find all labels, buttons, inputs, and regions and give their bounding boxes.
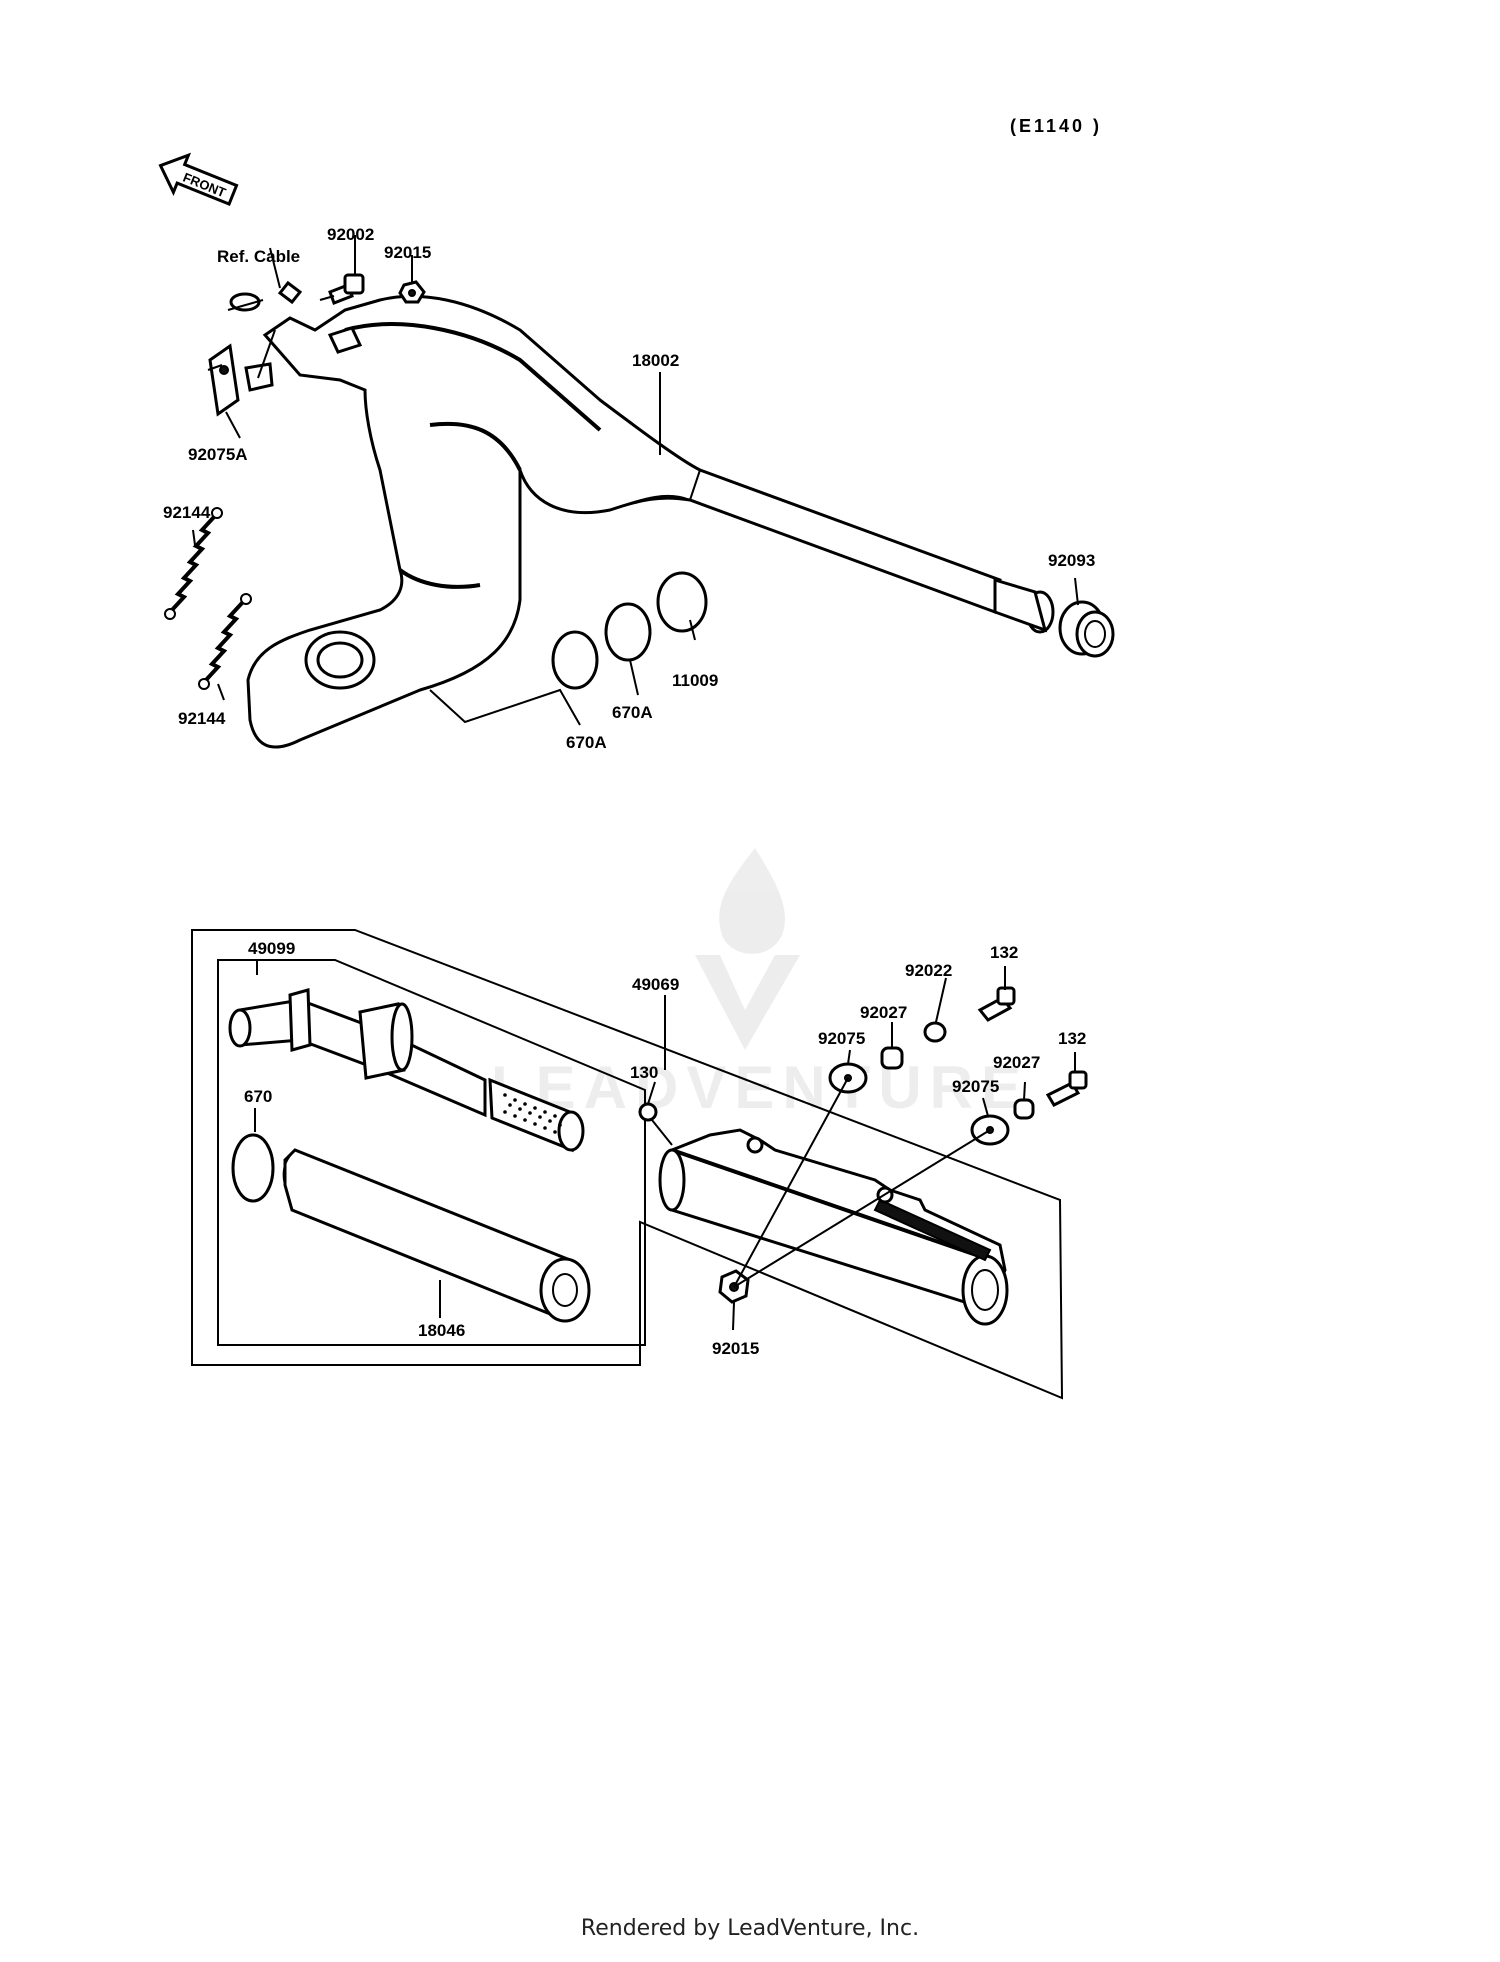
bolt-132-a bbox=[977, 986, 1016, 1022]
expansion-chamber-group bbox=[164, 235, 1115, 749]
callout-11009: 11009 bbox=[672, 671, 718, 690]
callout-49099: 49099 bbox=[248, 939, 295, 958]
spring-92144-b bbox=[198, 593, 252, 690]
nut-92015-top bbox=[398, 280, 426, 304]
oring-670A-a bbox=[551, 630, 599, 690]
subassembly-frame-49099 bbox=[217, 959, 646, 1346]
silencer-group bbox=[191, 929, 1088, 1400]
chamber-18002 bbox=[246, 294, 1002, 749]
callout-92075A: 92075A bbox=[188, 445, 248, 464]
callout-92075-a: 92075 bbox=[818, 1029, 865, 1048]
oring-670A-b bbox=[604, 602, 652, 662]
callout-130: 130 bbox=[630, 1063, 658, 1082]
washer-92022 bbox=[923, 1021, 947, 1043]
callout-92022: 92022 bbox=[905, 961, 952, 980]
callout-92027-a: 92027 bbox=[860, 1003, 907, 1022]
callout-670A-a: 670A bbox=[612, 703, 653, 722]
callout-92144-b: 92144 bbox=[178, 709, 226, 728]
callout-92093: 92093 bbox=[1048, 551, 1095, 570]
rendered-by-footer: Rendered by LeadVenture, Inc. bbox=[580, 1916, 920, 1941]
ref-cable-label: Ref. Cable bbox=[217, 247, 300, 266]
callout-18046: 18046 bbox=[418, 1321, 465, 1340]
callout-49069: 49069 bbox=[632, 975, 679, 994]
callout-92015-top: 92015 bbox=[384, 243, 431, 262]
bolt-132-b bbox=[1045, 1070, 1088, 1107]
diagram-code: (E1140 ) bbox=[1010, 116, 1102, 136]
callout-92144-a: 92144 bbox=[163, 503, 211, 522]
front-arrow-icon: FRONT bbox=[158, 152, 239, 206]
collar-92027-a bbox=[880, 1046, 904, 1070]
bolt-92002 bbox=[319, 273, 365, 305]
watermark-text: LEADVENTURE bbox=[491, 1054, 1029, 1121]
callout-92002: 92002 bbox=[327, 225, 374, 244]
callout-92027-b: 92027 bbox=[993, 1053, 1040, 1072]
inner-pipe-49099 bbox=[228, 988, 585, 1153]
leadventure-watermark: LEADVENTURE bbox=[491, 848, 1029, 1121]
callout-132-b: 132 bbox=[1058, 1029, 1086, 1048]
muffler-body-49069 bbox=[658, 1128, 1009, 1326]
collar-92027-b bbox=[1013, 1098, 1035, 1120]
callout-18002: 18002 bbox=[632, 351, 679, 370]
callout-92015-bottom: 92015 bbox=[712, 1339, 759, 1358]
oring-670 bbox=[231, 1133, 275, 1203]
spring-92144-a bbox=[164, 507, 223, 620]
gasket-11009 bbox=[656, 571, 708, 633]
callout-92075-b: 92075 bbox=[952, 1077, 999, 1096]
callout-132-a: 132 bbox=[990, 943, 1018, 962]
assembly-frame-49069 bbox=[191, 929, 1064, 1400]
bracket-92075A bbox=[207, 343, 274, 417]
packing-18046 bbox=[282, 1148, 591, 1323]
callout-670A-b: 670A bbox=[566, 733, 607, 752]
callout-670: 670 bbox=[244, 1087, 272, 1106]
